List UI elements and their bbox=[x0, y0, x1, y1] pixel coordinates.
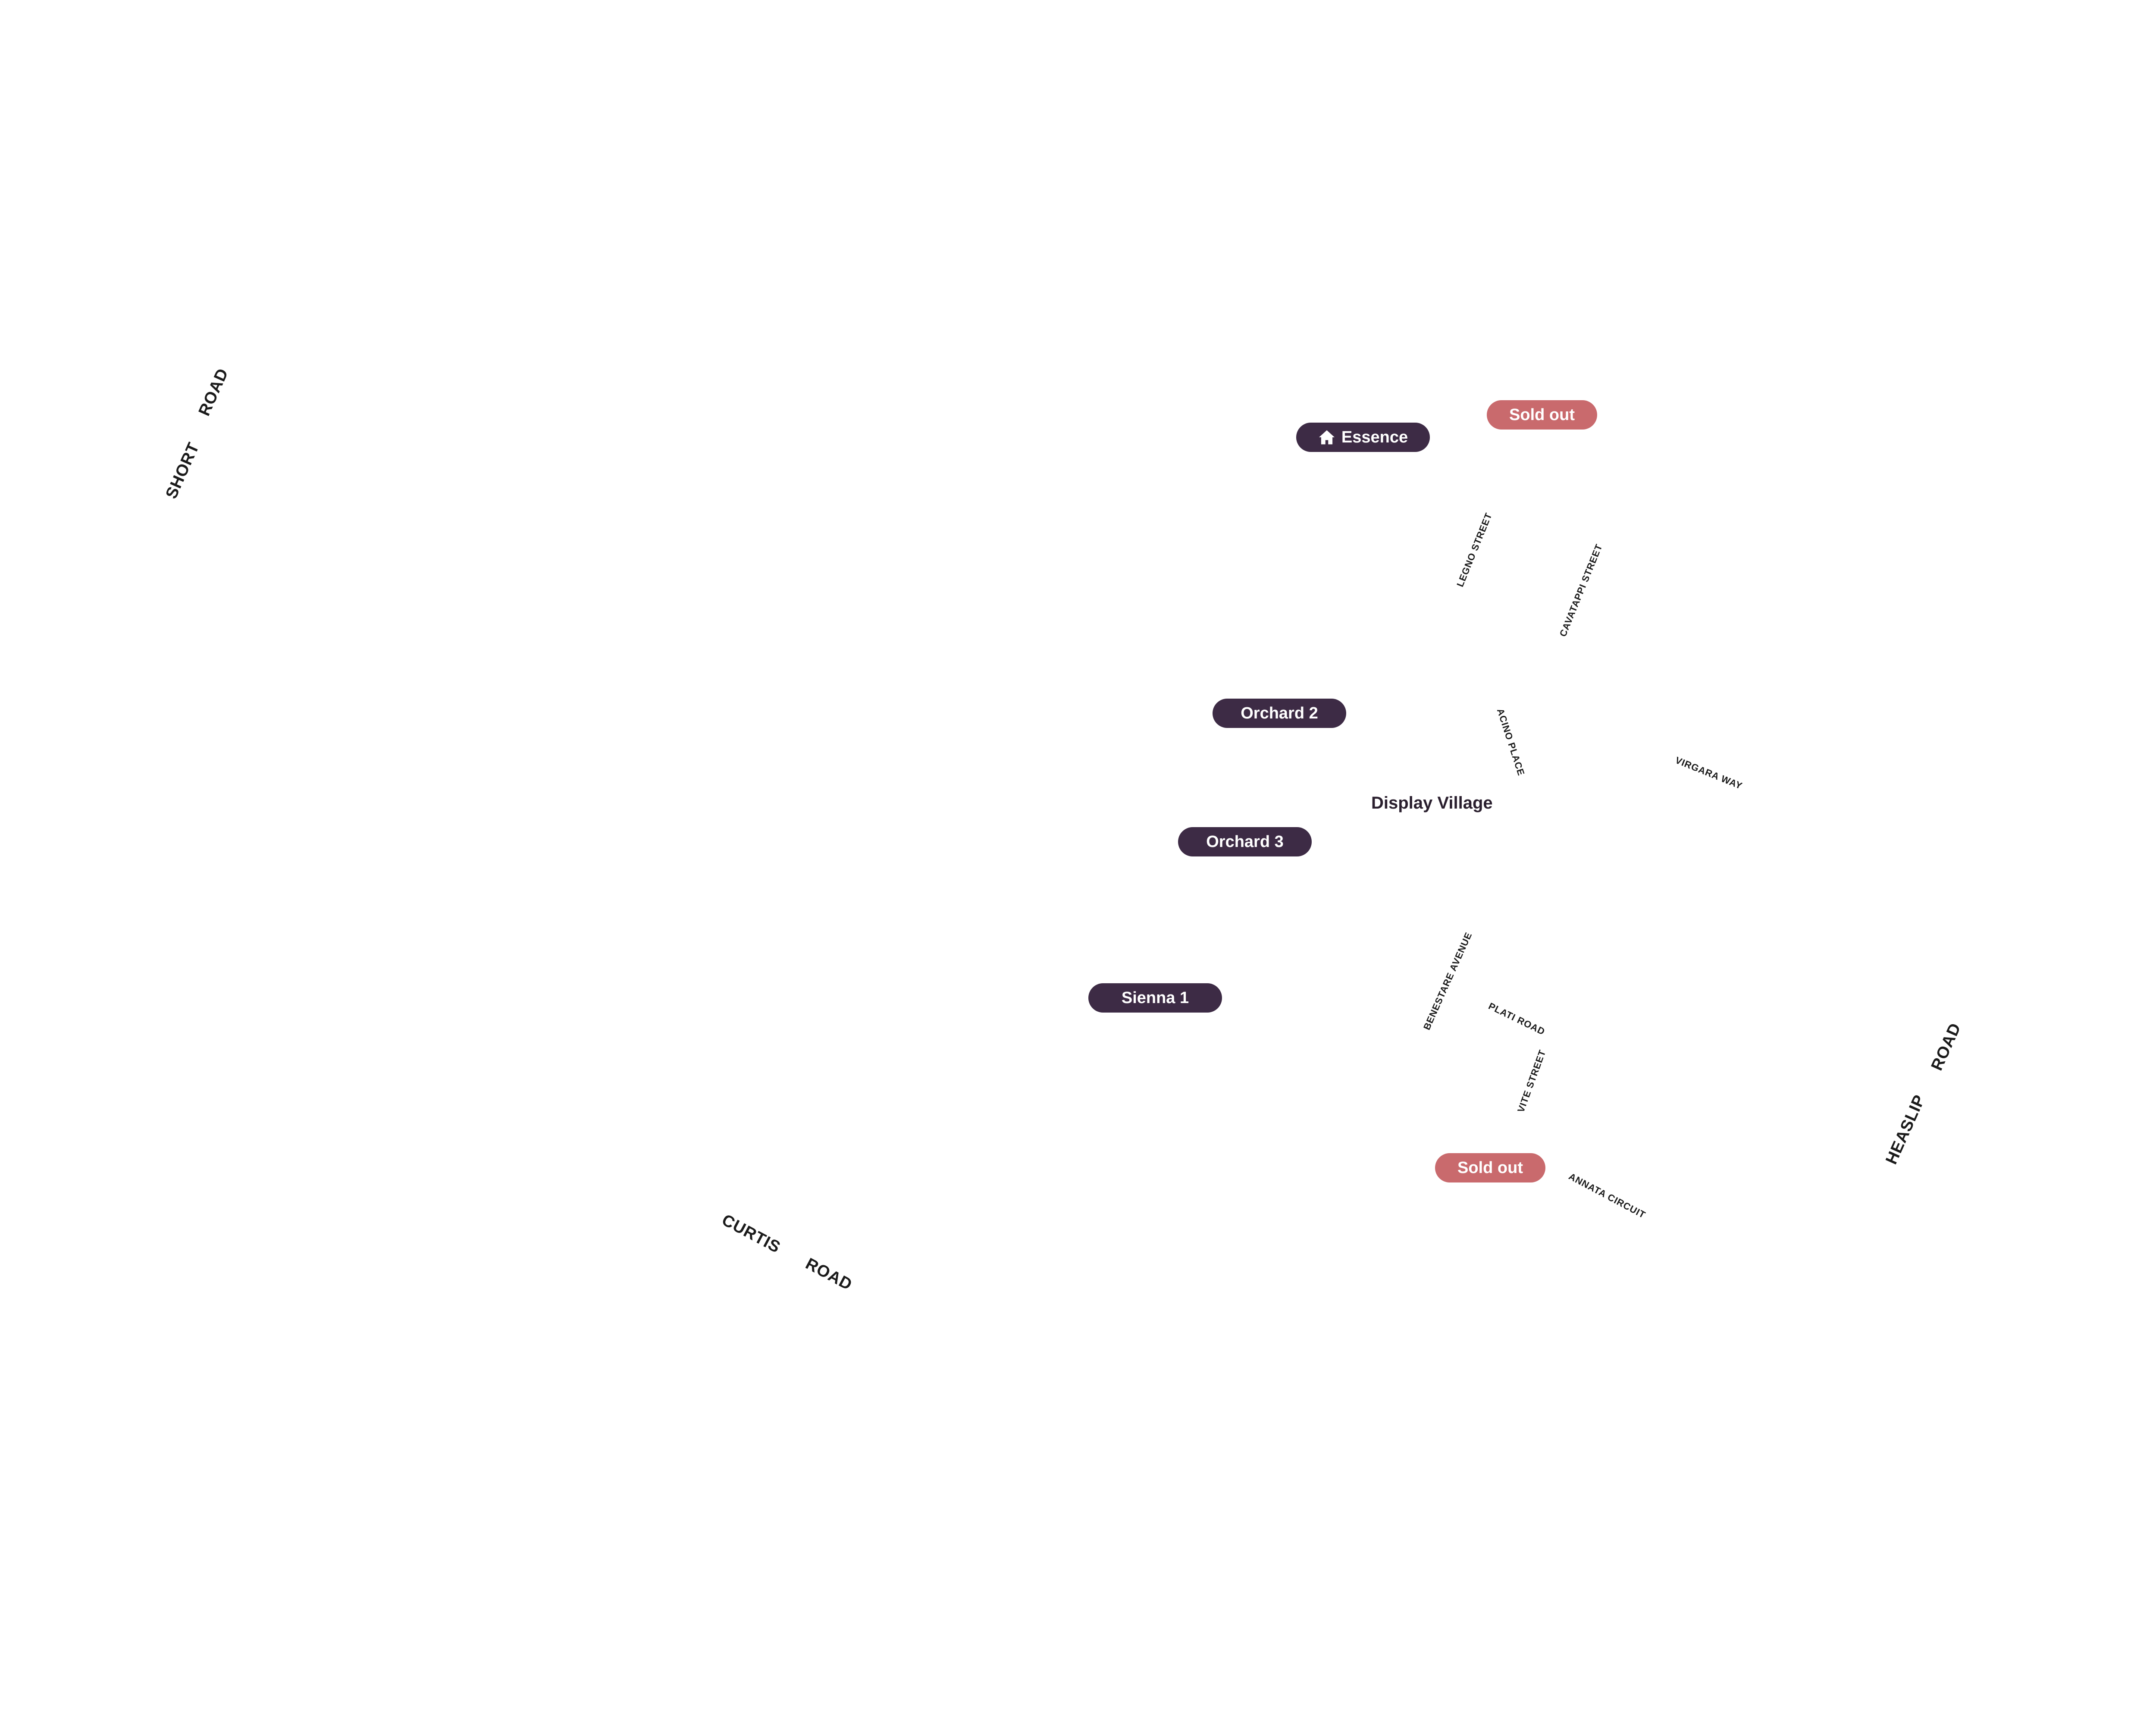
road-label-annata-circuit: ANNATA CIRCUIT bbox=[1567, 1171, 1648, 1221]
sold-out-badge-bottom-label: Sold out bbox=[1457, 1159, 1523, 1177]
lot-orchard-2-label: Orchard 2 bbox=[1241, 704, 1318, 722]
road-label-plati-road: PLATI ROAD bbox=[1486, 1000, 1547, 1038]
lot-orchard-2-button[interactable]: Orchard 2 bbox=[1213, 699, 1346, 728]
road-label-acino-place: ACINO PLACE bbox=[1495, 707, 1527, 778]
lot-essence-button[interactable]: Essence bbox=[1296, 423, 1430, 452]
lot-sienna-1-label: Sienna 1 bbox=[1121, 989, 1189, 1007]
road-label-short-b: ROAD bbox=[195, 365, 232, 419]
lot-orchard-3-label: Orchard 3 bbox=[1206, 833, 1284, 851]
road-label-curtis-b: ROAD bbox=[802, 1255, 856, 1294]
lot-sienna-1-button[interactable]: Sienna 1 bbox=[1088, 983, 1222, 1013]
display-village-label: Display Village bbox=[1371, 794, 1493, 812]
lot-orchard-3-button[interactable]: Orchard 3 bbox=[1178, 827, 1312, 856]
lot-essence-label: Essence bbox=[1341, 428, 1408, 446]
home-icon bbox=[1319, 430, 1335, 445]
road-label-virgara-way: VIRGARA WAY bbox=[1673, 754, 1744, 792]
road-label-curtis-a: CURTIS bbox=[719, 1211, 783, 1257]
road-label-short-a: SHORT bbox=[162, 439, 203, 502]
road-label-heaslip-b: ROAD bbox=[1927, 1020, 1965, 1073]
road-label-cavatappi-street: CAVATAPPI STREET bbox=[1557, 542, 1604, 638]
sold-out-badge-bottom: Sold out bbox=[1435, 1153, 1545, 1182]
road-label-heaslip-a: HEASLIP bbox=[1882, 1092, 1929, 1167]
road-label-benestare-avenue: BENESTARE AVENUE bbox=[1421, 930, 1474, 1032]
sold-out-badge-top: Sold out bbox=[1487, 400, 1597, 430]
road-label-vite-street: VITE STREET bbox=[1515, 1048, 1548, 1114]
road-label-legno-street: LEGNO STREET bbox=[1454, 511, 1494, 589]
sold-out-badge-top-label: Sold out bbox=[1509, 406, 1575, 424]
